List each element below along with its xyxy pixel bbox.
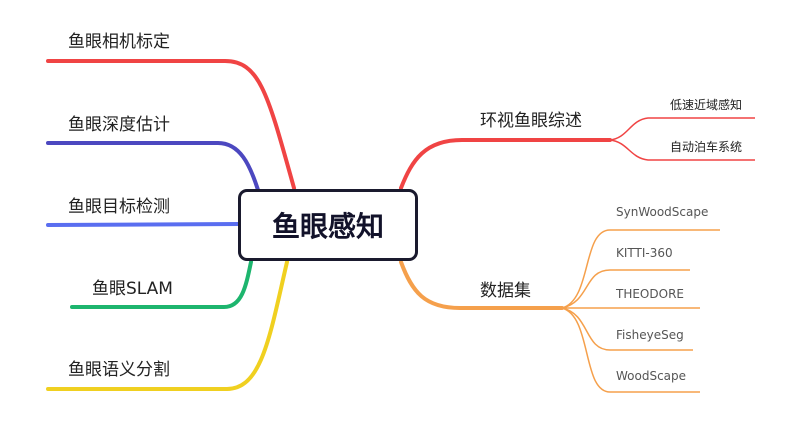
branch-label-calibration[interactable]: 鱼眼相机标定 [68,32,170,52]
branch-line-segmentation [46,260,289,391]
sub-line-woodscape [561,307,700,393]
sub-line-fisheyeseg [561,307,693,351]
branch-line-slam [70,260,253,309]
branch-label-segmentation[interactable]: 鱼眼语义分割 [68,360,170,380]
leaf-label-low-speed[interactable]: 低速近域感知 [670,98,743,112]
branch-line-datasets [399,260,564,310]
center-node-label: 鱼眼感知 [271,210,384,243]
center-node[interactable]: 鱼眼感知 [238,189,418,261]
branch-label-slam[interactable]: 鱼眼SLAM [92,279,173,299]
sub-line-parking [609,139,755,161]
branch-label-detection[interactable]: 鱼眼目标检测 [68,197,170,217]
branch-label-datasets[interactable]: 数据集 [480,281,531,301]
leaf-label-theodore[interactable]: THEODORE [616,287,684,301]
leaf-label-synwoodscape[interactable]: SynWoodScape [616,205,709,219]
branch-line-detection [46,222,242,227]
sub-line-synwoodscape [561,229,720,309]
branch-line-calibration [46,59,296,190]
leaf-label-woodscape[interactable]: WoodScape [616,369,687,383]
sub-line-kitti [561,269,690,309]
branch-label-depth[interactable]: 鱼眼深度估计 [68,115,170,135]
branch-line-depth [46,141,260,192]
branch-label-survey[interactable]: 环视鱼眼综述 [480,111,582,131]
sub-line-low-speed [609,117,755,141]
leaf-label-parking[interactable]: 自动泊车系统 [670,140,743,154]
branch-line-survey [399,138,612,190]
leaf-label-fisheyeseg[interactable]: FisheyeSeg [616,328,684,342]
leaf-label-kitti[interactable]: KITTI-360 [616,246,673,260]
